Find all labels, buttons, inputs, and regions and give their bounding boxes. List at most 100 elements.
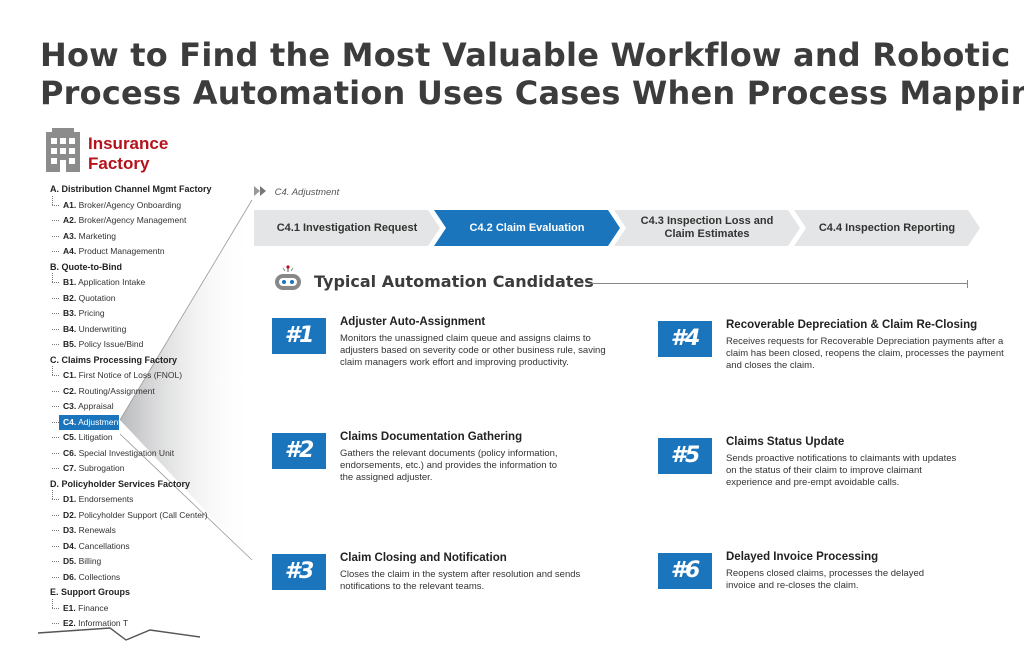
sidebar-item-code: A1. [63,199,77,210]
sidebar-item-label: Cancellations [78,540,130,551]
candidate-description: Gathers the relevant documents (policy i… [340,448,558,483]
sidebar-item-label: Application Intake [78,277,146,287]
process-step[interactable]: C4.2 Claim Evaluation [434,210,620,246]
sidebar-item[interactable]: E2. Information T [52,616,250,632]
robot-icon [275,265,301,290]
sidebar-item-label: Collections [78,571,121,582]
sidebar-item[interactable]: B1. Application Intake [52,273,250,291]
sidebar-item[interactable]: B2. Quotation [52,291,250,307]
sidebar-item-label: Litigation [78,432,113,442]
sidebar-item-code: D4. [63,540,77,551]
sidebar-item-code: D6. [63,571,77,582]
sidebar-item[interactable]: C2. Routing/Assignment [52,384,250,400]
sidebar-item-label: First Notice of Loss (FNOL) [78,370,183,380]
sidebar-item-label: Endorsements [78,494,134,504]
process-step[interactable]: C4.3 Inspection Loss and Claim Estimates [614,210,800,246]
building-icon [46,128,80,172]
sidebar-item-code: B3. [63,308,77,318]
sidebar-item-code: C5. [63,432,77,442]
candidate-title: Adjuster Auto-Assignment [340,316,486,328]
sidebar-item[interactable]: D6. Collections [52,570,250,586]
candidate-description: Receives requests for Recoverable Deprec… [726,336,1004,371]
sidebar-item-code: D2. [63,509,77,520]
brand-name: Insurance Factory [88,134,168,174]
sidebar-item[interactable]: D1. Endorsements [52,490,250,508]
sidebar-item[interactable]: D3. Renewals [52,523,250,539]
sidebar-item-label: Broker/Agency Management [78,215,187,225]
candidate-title: Claim Closing and Notification [340,552,507,564]
sidebar-item[interactable]: C7. Subrogation [52,461,250,477]
process-step-label: C4.2 Claim Evaluation [469,221,585,234]
sidebar-item-label: Quotation [78,292,116,303]
candidate-number-badge: #3 [272,554,326,590]
sidebar-group-header: D. Policyholder Services Factory [50,478,191,489]
sidebar-item-code: E1. [63,602,76,613]
sidebar-item[interactable]: D5. Billing [52,554,250,570]
sidebar-group-header: C. Claims Processing Factory [50,354,178,365]
sidebar-item-code: A3. [63,230,77,241]
candidate-description: Sends proactive notifications to claiman… [726,453,957,488]
sidebar-item-code: C3. [63,401,77,411]
sidebar-item[interactable]: A4. Product Managementn [52,244,250,260]
sidebar-item-label: Marketing [78,230,116,241]
sidebar-item-code: C1. [63,370,77,380]
sidebar-item-code: C4. [63,416,77,427]
sidebar-item-code: C2. [63,385,77,396]
sidebar-item-label: Appraisal [78,401,114,411]
sidebar-group-header: B. Quote-to-Bind [50,261,122,272]
sidebar-item-label: Underwriting [78,323,127,334]
sidebar-item-selected[interactable]: C4. Adjustment [52,414,121,430]
sidebar-item[interactable]: B3. Pricing [52,306,250,322]
candidate-number-badge: #6 [658,553,712,589]
sidebar-item[interactable]: B5. Policy Issue/Bind [52,337,250,353]
process-step[interactable]: C4.1 Investigation Request [254,210,440,246]
sidebar-item-label: Renewals [78,525,116,535]
sidebar-item-code: B4. [63,323,77,334]
page-title-line-2: Process Automation Uses Cases When Proce… [40,74,1024,112]
sidebar-item-code: A4. [63,246,77,256]
sidebar-item[interactable]: D2. Policyholder Support (Call Center) [52,508,250,524]
candidate-title: Delayed Invoice Processing [726,551,879,563]
candidate-description: Reopens closed claims, processes the del… [726,568,925,591]
section-divider [588,280,968,288]
sidebar-item[interactable]: C6. Special Investigation Unit [52,446,250,462]
sidebar-item-label: Policyholder Support (Call Center) [78,509,208,520]
sidebar-item-code: B2. [63,292,77,303]
sidebar-item[interactable]: C1. First Notice of Loss (FNOL) [52,366,250,384]
sidebar-item-label: Adjustment [78,416,121,427]
sidebar-item-code: D3. [63,525,77,535]
candidate-number-badge: #5 [658,438,712,474]
sidebar-item-code: D1. [63,494,77,504]
sidebar-item[interactable]: A1. Broker/Agency Onboarding [52,195,250,214]
sidebar-item[interactable]: A2. Broker/Agency Management [52,213,250,229]
sidebar-item-code: B5. [63,339,77,349]
sidebar-item[interactable]: C5. Litigation [52,430,250,446]
sidebar-item-label: Subrogation [78,463,125,473]
process-step-label: C4.4 Inspection Reporting [818,221,956,234]
sidebar-item[interactable]: A3. Marketing [52,229,250,245]
candidate-description: Monitors the unassigned claim queue and … [340,333,606,368]
candidate-number-badge: #4 [658,321,712,357]
candidate-description: Closes the claim in the system after res… [340,569,581,592]
sidebar-item-label: Product Managementn [78,246,165,256]
sidebar-item-label: Special Investigation Unit [78,447,175,458]
brand-line-2: Factory [88,154,150,173]
sidebar-item-code: B1. [63,277,77,287]
page-title: How to Find the Most Valuable Workflow a… [40,36,1024,112]
brand-line-1: Insurance [88,134,169,153]
sidebar-item[interactable]: E1. Finance [52,598,250,617]
process-step-label: C4.3 Inspection Loss and Claim Estimates [640,215,774,240]
section-title: Typical Automation Candidates [314,272,594,291]
sidebar-group-header: A. Distribution Channel Mgmt Factory [50,184,212,194]
sidebar-item-code: E2. [63,618,76,628]
process-step[interactable]: C4.4 Inspection Reporting [794,210,980,246]
candidate-title: Claims Status Update [726,436,845,448]
sidebar-item[interactable]: B4. Underwriting [52,322,250,338]
sidebar-item[interactable]: C3. Appraisal [52,399,250,415]
sidebar-item[interactable]: D4. Cancellations [52,539,250,555]
sidebar-item-label: Pricing [78,308,105,318]
sidebar-item-label: Routing/Assignment [78,385,155,396]
process-step-label: C4.1 Investigation Request [276,221,418,234]
candidate-number-badge: #1 [272,318,326,354]
